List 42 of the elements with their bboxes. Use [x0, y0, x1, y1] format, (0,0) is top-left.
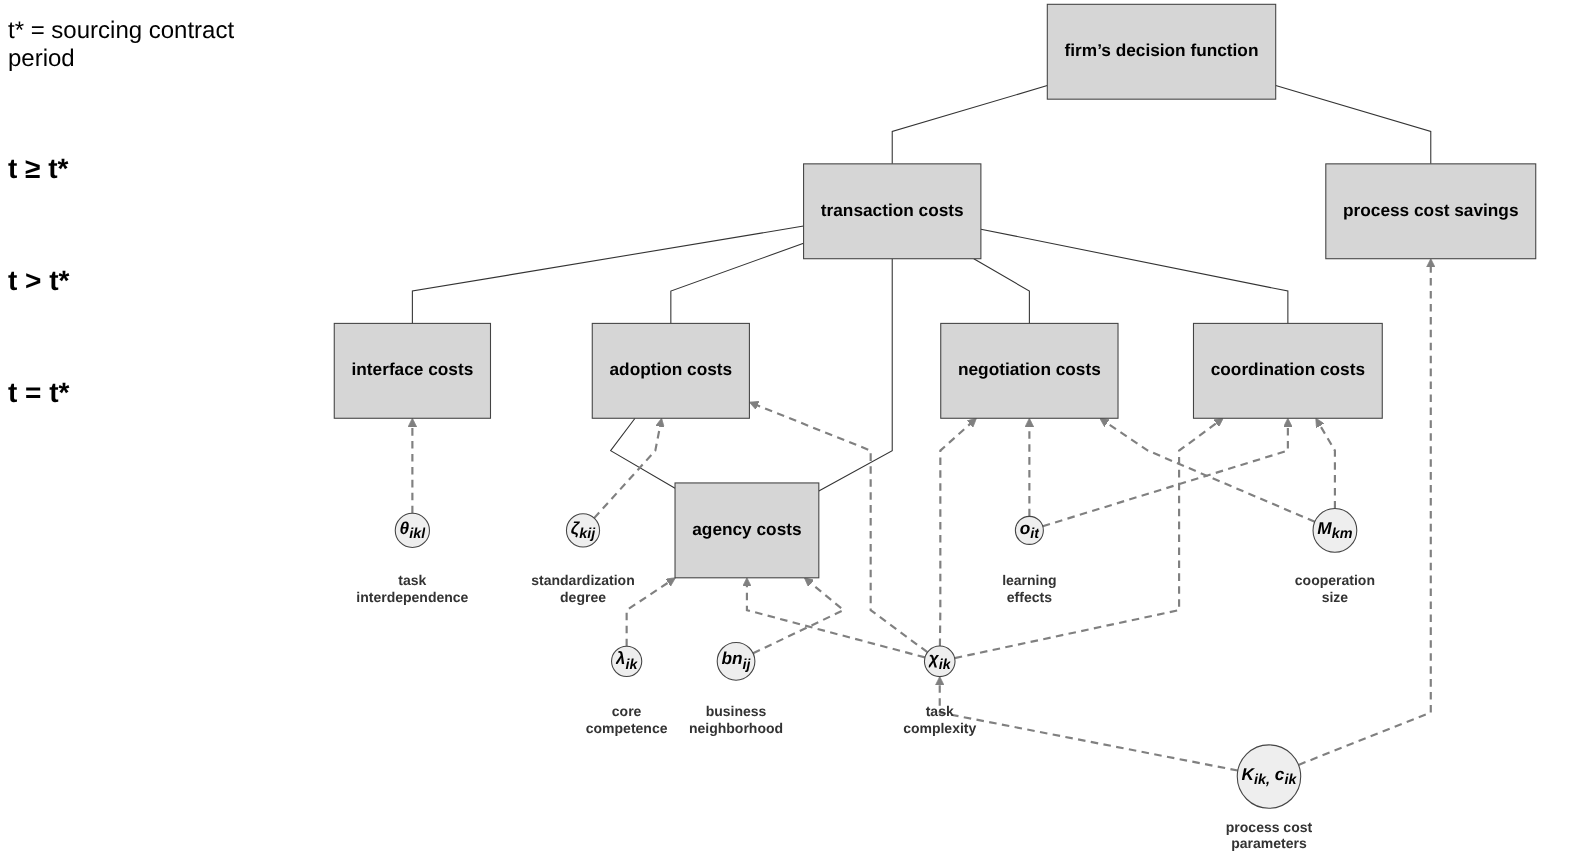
- connector: [1275, 85, 1432, 165]
- period-label: t > t*: [8, 264, 72, 296]
- arrow: [1315, 417, 1336, 509]
- node-circle: K$_{ik,}$ c$_{ik}$: [1236, 744, 1302, 809]
- node-circle: M$_{km}$: [1312, 507, 1358, 553]
- arrow: [1042, 417, 1293, 528]
- arrow: [752, 577, 846, 655]
- node-box: interface costs: [333, 322, 492, 419]
- node-circle: o$_{it}$: [1014, 515, 1044, 545]
- period-label: t = t*: [8, 376, 72, 408]
- period-label: t ≥ t*: [8, 152, 71, 184]
- node-circle: ζ$_{kij}$: [565, 513, 601, 548]
- connector: [818, 258, 893, 492]
- connector: [891, 85, 1048, 165]
- node-circle: χ$_{ik}$: [923, 645, 956, 678]
- arrow: [742, 577, 926, 659]
- arrow: [749, 400, 929, 654]
- node-box: coordination costs: [1192, 322, 1383, 419]
- connector: [670, 242, 805, 324]
- arrow: [1024, 417, 1035, 517]
- node-box: agency costs: [674, 482, 820, 579]
- node-box: transaction costs: [803, 163, 982, 260]
- arrow: [1298, 258, 1436, 766]
- node-circle: θ$_{ikl}$: [394, 512, 431, 549]
- arrow: [593, 417, 665, 519]
- note-text: t* = sourcing contract period: [8, 16, 237, 72]
- connector: [411, 225, 805, 324]
- arrow: [1099, 417, 1316, 523]
- arrow: [954, 417, 1224, 660]
- arrow: [938, 417, 977, 647]
- node-box: firm’s decision function: [1046, 3, 1277, 100]
- arrow: [625, 577, 676, 647]
- arrow: [407, 417, 418, 514]
- node-box: adoption costs: [591, 322, 750, 419]
- node-box: process cost savings: [1325, 163, 1537, 260]
- node-circle: bn$_{ij}$: [716, 641, 756, 681]
- connector: [973, 258, 1030, 324]
- node-box: negotiation costs: [940, 322, 1119, 419]
- connector: [980, 228, 1289, 324]
- arrow: [935, 676, 1239, 772]
- node-circle: λ$_{ik}$: [611, 645, 643, 677]
- connector: [609, 417, 676, 489]
